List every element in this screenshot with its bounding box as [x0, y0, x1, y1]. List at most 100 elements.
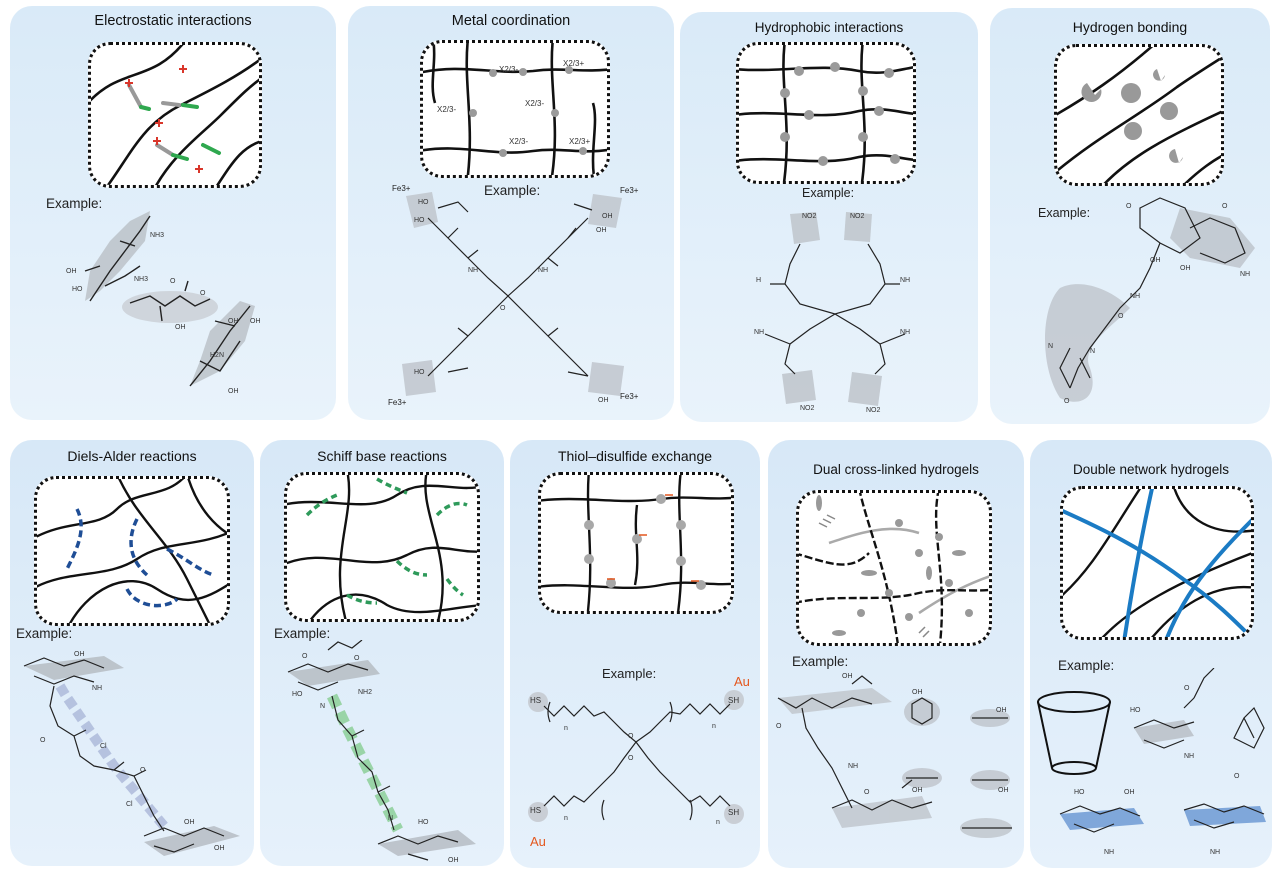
example-label-double: Example: [1058, 658, 1115, 673]
network-box-dual [796, 490, 992, 646]
svg-text:O: O [628, 755, 634, 762]
network-label-4: X2/3- [525, 99, 545, 108]
svg-text:HO: HO [414, 369, 425, 376]
svg-text:HO: HO [414, 217, 425, 224]
svg-text:O: O [776, 723, 782, 730]
svg-text:O: O [200, 290, 206, 297]
panel-hydrophobic: Hydrophobic interactions Example: [680, 12, 978, 422]
svg-text:O: O [40, 737, 46, 744]
svg-text:Cl: Cl [100, 743, 107, 750]
svg-text:O: O [140, 767, 146, 774]
svg-text:OH: OH [214, 845, 225, 852]
network-box-metal: X2/3- X2/3+ X2/3- X2/3- X2/3- X2/3+ [420, 40, 610, 178]
network-box-diels [34, 476, 230, 626]
svg-text:OH: OH [598, 397, 609, 404]
svg-text:H: H [756, 277, 761, 284]
svg-text:NO2: NO2 [850, 213, 865, 220]
svg-text:O: O [170, 278, 176, 285]
svg-text:Cl: Cl [126, 801, 133, 808]
svg-text:NH2: NH2 [358, 689, 372, 696]
svg-text:HO: HO [292, 691, 303, 698]
network-label-2: X2/3+ [563, 59, 585, 68]
thiol-sh-label-2: SH [728, 696, 740, 705]
network-box-thiol [538, 472, 734, 614]
svg-text:O: O [1184, 685, 1190, 692]
thiol-sh-label-1: HS [530, 696, 542, 705]
ion-label-1: Fe3+ [392, 184, 411, 193]
svg-text:n: n [564, 815, 568, 822]
svg-text:NO2: NO2 [802, 213, 817, 220]
svg-text:OH: OH [448, 857, 459, 862]
svg-text:O: O [1126, 203, 1132, 210]
panel-title-thiol: Thiol–disulfide exchange [557, 448, 713, 464]
svg-text:n: n [712, 723, 716, 730]
panel-title-metal: Metal coordination [451, 13, 571, 29]
thiol-au-label-1: Au [734, 674, 750, 689]
svg-text:HO: HO [418, 819, 429, 826]
svg-text:NO2: NO2 [800, 405, 815, 412]
svg-text:NH: NH [1240, 271, 1250, 278]
svg-text:NH: NH [754, 329, 764, 336]
example-label-hydrophobic: Example: [802, 186, 855, 200]
svg-text:OH: OH [228, 318, 239, 325]
example-label-metal: Example: [484, 183, 541, 198]
example-label-schiff: Example: [274, 626, 331, 641]
svg-text:n: n [564, 725, 568, 732]
svg-text:O: O [864, 789, 870, 796]
svg-text:OH: OH [842, 673, 853, 680]
svg-text:OH: OH [74, 651, 85, 658]
svg-text:OH: OH [998, 787, 1009, 794]
svg-text:NH: NH [900, 277, 910, 284]
example-label-hbond: Example: [1038, 206, 1091, 220]
svg-text:OH: OH [596, 227, 607, 234]
svg-text:OH: OH [602, 213, 613, 220]
svg-text:OH: OH [250, 318, 261, 325]
thiol-au-label-2: Au [530, 834, 546, 849]
svg-text:O: O [302, 653, 308, 660]
panel-title-diels: Diels-Alder reactions [67, 448, 197, 464]
svg-text:OH: OH [912, 689, 923, 696]
svg-text:NH: NH [1104, 849, 1114, 856]
svg-text:O: O [500, 305, 506, 312]
svg-text:N: N [1048, 343, 1053, 350]
svg-text:O: O [1234, 773, 1240, 780]
svg-text:HO: HO [72, 286, 83, 293]
network-box-hbond [1054, 44, 1224, 186]
svg-text:O: O [1222, 203, 1228, 210]
network-label-3: X2/3- [437, 105, 457, 114]
svg-text:N: N [320, 703, 325, 710]
panel-title-hydrophobic: Hydrophobic interactions [754, 20, 904, 35]
thiol-sh-label-4: SH [728, 808, 740, 817]
panel-title-hbond: Hydrogen bonding [1072, 19, 1188, 35]
example-label-dual: Example: [792, 654, 849, 669]
svg-text:OH: OH [228, 388, 239, 395]
svg-text:HO: HO [1130, 707, 1141, 714]
svg-text:NH: NH [92, 685, 102, 692]
svg-text:n: n [716, 819, 720, 826]
example-label-thiol: Example: [602, 666, 657, 681]
svg-text:OH: OH [1124, 789, 1135, 796]
ion-label-4: Fe3+ [620, 392, 639, 401]
svg-text:NH: NH [468, 267, 478, 274]
svg-text:H2N: H2N [210, 352, 224, 359]
svg-text:NH: NH [900, 329, 910, 336]
panel-double-network: Double network hydrogels Example: [1030, 440, 1272, 868]
ion-label-2: Fe3+ [620, 186, 639, 195]
svg-text:OH: OH [996, 707, 1007, 714]
svg-text:O: O [628, 733, 634, 740]
panel-metal-coordination: Metal coordination X2/3- X2/3+ X2/3- X2/… [348, 6, 674, 420]
panel-schiff-base: Schiff base reactions Example: [260, 440, 504, 866]
example-label-diels: Example: [16, 626, 73, 641]
panel-diels-alder: Diels-Alder reactions Example: [10, 440, 254, 866]
network-box-double [1060, 486, 1254, 640]
svg-text:OH: OH [184, 819, 195, 826]
network-label-6: X2/3+ [569, 137, 591, 146]
svg-text:N: N [388, 815, 393, 822]
